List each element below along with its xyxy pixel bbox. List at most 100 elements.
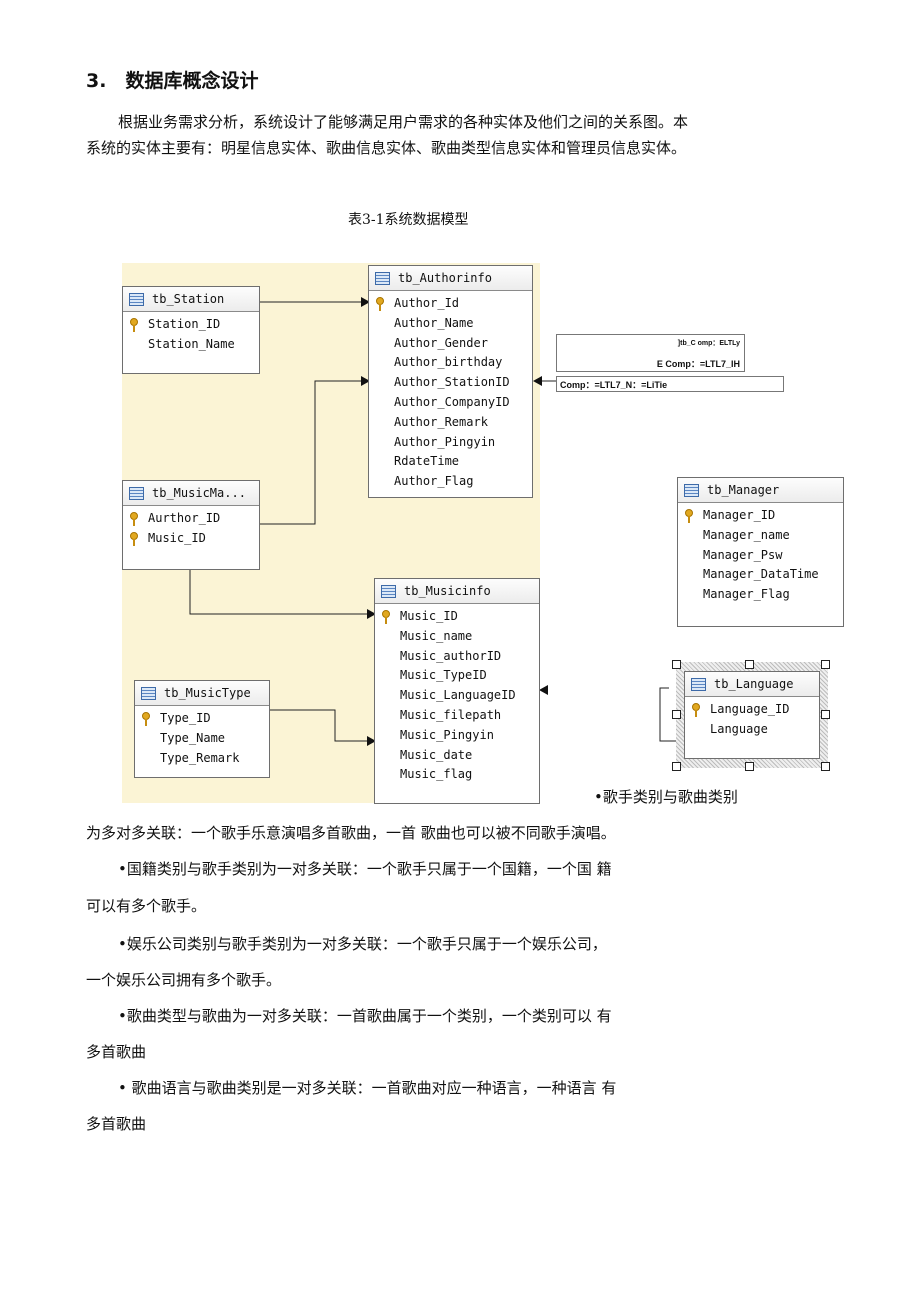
figure-caption: 表3-1系统数据模型 bbox=[348, 212, 469, 228]
table-field[interactable]: Manager_Psw bbox=[678, 546, 843, 566]
relation-2-line-2: 可以有多个歌手。 bbox=[86, 897, 207, 915]
relation-1-rest: 为多对多关联：一个歌手乐意演唱多首歌曲，一首 歌曲也可以被不同歌手演唱。 bbox=[86, 824, 616, 842]
primary-key-icon bbox=[376, 297, 384, 311]
table-field[interactable]: Music_authorID bbox=[375, 647, 539, 667]
table-field[interactable]: Language bbox=[685, 720, 819, 740]
resize-handle[interactable] bbox=[821, 710, 830, 719]
table-field[interactable]: Music_ID bbox=[123, 529, 259, 549]
field-name: Author_CompanyID bbox=[394, 394, 510, 409]
table-field[interactable]: Music_Pingyin bbox=[375, 726, 539, 746]
table-field[interactable]: Manager_name bbox=[678, 526, 843, 546]
relation-5-line-1: • 歌曲语言与歌曲类别是一对多关联：一首歌曲对应一种语言，一种语言 有 bbox=[118, 1079, 617, 1097]
resize-handle[interactable] bbox=[745, 762, 754, 771]
field-name: Language bbox=[710, 721, 768, 736]
field-name: Author_Id bbox=[394, 296, 460, 310]
table-field[interactable]: Author_Flag bbox=[369, 472, 532, 492]
table-name: tb_Authorinfo bbox=[398, 271, 492, 285]
relation-3-line-1: •娱乐公司类别与歌手类别为一对多关联：一个歌手只属于一个娱乐公司， bbox=[118, 935, 607, 953]
table-icon bbox=[129, 292, 144, 306]
table-header: tb_MusicMa... bbox=[123, 481, 259, 506]
resize-handle[interactable] bbox=[821, 660, 830, 669]
field-name: Type_Name bbox=[160, 730, 226, 745]
table-name: tb_Language bbox=[714, 677, 794, 691]
table-field[interactable]: Station_ID bbox=[123, 315, 259, 335]
table-field[interactable]: Author_Id bbox=[369, 294, 532, 314]
table-field[interactable]: Music_date bbox=[375, 746, 539, 766]
table-field[interactable]: Author_Pingyin bbox=[369, 433, 532, 453]
primary-key-icon bbox=[382, 610, 390, 624]
table-field[interactable]: Author_Name bbox=[369, 314, 532, 334]
table-field[interactable]: RdateTime bbox=[369, 452, 532, 472]
arrow-head-4 bbox=[367, 736, 376, 746]
table-field[interactable]: Manager_DataTime bbox=[678, 565, 843, 585]
table-field[interactable]: Author_Gender bbox=[369, 334, 532, 354]
table-name: tb_Musicinfo bbox=[404, 584, 491, 598]
arrow-head-3 bbox=[367, 609, 376, 619]
table-field[interactable]: Author_birthday bbox=[369, 353, 532, 373]
field-name: Author_Flag bbox=[394, 474, 474, 489]
resize-handle[interactable] bbox=[672, 762, 681, 771]
table-name: tb_Manager bbox=[707, 483, 780, 497]
field-name: Manager_ID bbox=[703, 508, 776, 522]
field-name: Music_date bbox=[400, 747, 473, 762]
resize-handle[interactable] bbox=[821, 762, 830, 771]
field-name: Type_ID bbox=[160, 711, 211, 725]
connector-musicma-musicinfo bbox=[189, 568, 368, 615]
table-field[interactable]: Author_Remark bbox=[369, 413, 532, 433]
table-field[interactable]: Music_flag bbox=[375, 765, 539, 785]
table-field[interactable]: Type_Remark bbox=[135, 749, 269, 769]
table-field[interactable]: Language_ID bbox=[685, 700, 819, 720]
table-field[interactable]: Manager_Flag bbox=[678, 585, 843, 605]
table-header: tb_Musicinfo bbox=[375, 579, 539, 604]
field-name: Music_ID bbox=[400, 609, 458, 623]
arrow-head-1 bbox=[361, 297, 370, 307]
table-name: tb_Station bbox=[152, 292, 225, 306]
resize-handle[interactable] bbox=[672, 710, 681, 719]
arrow-head-2 bbox=[361, 376, 370, 386]
table-name: tb_MusicType bbox=[164, 686, 251, 700]
table-field[interactable]: Station_Name bbox=[123, 335, 259, 355]
intro-line-1: 根据业务需求分析，系统设计了能够满足用户需求的各种实体及他们之间的关系图。本 bbox=[118, 113, 689, 131]
table-field[interactable]: Manager_ID bbox=[678, 506, 843, 526]
table-header: tb_Language bbox=[685, 672, 819, 697]
field-name: Music_filepath bbox=[400, 707, 502, 722]
resize-handle[interactable] bbox=[745, 660, 754, 669]
annotation-text: E Comp：=LTL7_IH bbox=[656, 359, 740, 369]
field-name: Music_ID bbox=[148, 530, 206, 545]
table-field[interactable]: Music_name bbox=[375, 627, 539, 647]
table-field[interactable]: Music_ID bbox=[375, 607, 539, 627]
table-icon bbox=[381, 584, 396, 598]
table-header: tb_MusicType bbox=[135, 681, 269, 706]
table-field[interactable]: Music_LanguageID bbox=[375, 686, 539, 706]
table-field[interactable]: Aurthor_ID bbox=[123, 509, 259, 529]
field-name: Station_Name bbox=[148, 336, 235, 351]
field-name: Type_Remark bbox=[160, 750, 240, 765]
field-name: Author_StationID bbox=[394, 375, 510, 390]
table-field[interactable]: Author_StationID bbox=[369, 373, 532, 393]
connector-musicma-author bbox=[258, 380, 362, 525]
relation-4-line-2: 多首歌曲 bbox=[86, 1043, 147, 1061]
table-icon bbox=[129, 486, 144, 500]
table-icon bbox=[141, 686, 156, 700]
field-name: Manager_DataTime bbox=[703, 567, 819, 582]
table-field[interactable]: Type_Name bbox=[135, 729, 269, 749]
field-name: Author_birthday bbox=[394, 355, 503, 370]
field-name: Music_flag bbox=[400, 767, 473, 782]
table-field[interactable]: Author_CompanyID bbox=[369, 393, 532, 413]
relation-1-start: •歌手类别与歌曲类别 bbox=[594, 788, 738, 806]
resize-handle[interactable] bbox=[672, 660, 681, 669]
primary-key-icon bbox=[692, 703, 700, 717]
table-field[interactable]: Music_filepath bbox=[375, 706, 539, 726]
table-field[interactable]: Type_ID bbox=[135, 709, 269, 729]
field-name: Manager_Psw bbox=[703, 547, 783, 562]
primary-key-icon bbox=[685, 509, 693, 523]
relation-3-line-2: 一个娱乐公司拥有多个歌手。 bbox=[86, 971, 282, 989]
table-field[interactable]: Music_TypeID bbox=[375, 666, 539, 686]
